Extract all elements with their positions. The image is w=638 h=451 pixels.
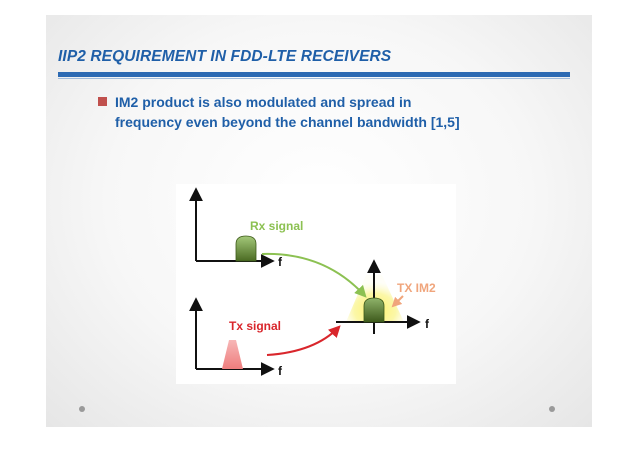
im2-diagram: Rx signal f Tx signal f TX IM2 f: [176, 184, 456, 384]
rx-to-output-arrow: [261, 252, 367, 298]
tx-signal-shape: [222, 340, 243, 369]
tx-im2-label: TX IM2: [397, 281, 436, 295]
slide-title: IIP2 REQUIREMENT IN FDD-LTE RECEIVERS: [58, 48, 392, 65]
out-f-label: f: [425, 317, 430, 331]
rx-signal-shape: [235, 235, 257, 262]
title-underline: [58, 72, 570, 77]
rx-f-label: f: [278, 255, 283, 269]
left-nav-dot: [79, 406, 85, 412]
tx-f-label: f: [278, 364, 283, 378]
bullet-line-2: frequency even beyond the channel bandwi…: [115, 114, 460, 130]
right-nav-dot: [549, 406, 555, 412]
bullet-line-1: IM2 product is also modulated and spread…: [115, 94, 412, 110]
rx-signal-label: Rx signal: [250, 219, 303, 233]
rx-output-shape: [363, 297, 385, 323]
diagram-backdrop: [176, 184, 456, 384]
title-underline-thin: [58, 78, 570, 79]
im2-pointer-arrow: [391, 295, 404, 308]
bullet-marker: [98, 97, 107, 106]
tx-signal-label: Tx signal: [229, 319, 281, 333]
tx-to-output-arrow: [266, 325, 341, 356]
bullet-text: IM2 product is also modulated and spread…: [115, 92, 585, 132]
